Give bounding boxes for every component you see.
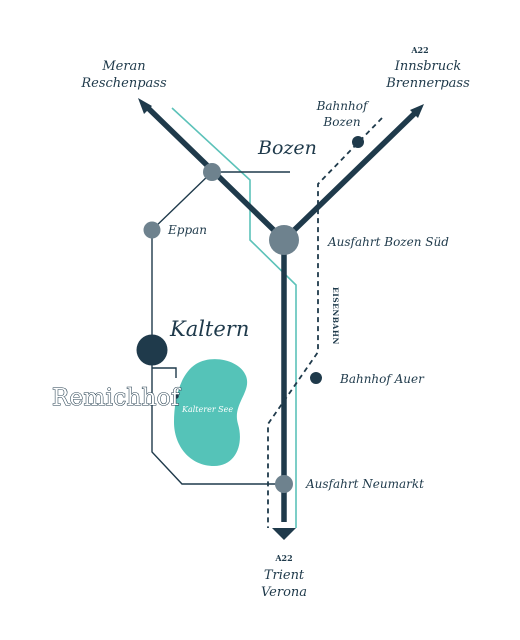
- ausfahrt-bozen-sued-node: [269, 225, 299, 255]
- local-road-kaltern-south: [151, 350, 284, 485]
- local-road-remichhof: [152, 367, 177, 378]
- bozen-label: Bozen: [257, 137, 317, 159]
- bahnhof-bozen-node: [352, 136, 364, 148]
- motorway-east-branch: [281, 111, 417, 243]
- railway-line: [267, 117, 383, 528]
- kalterer-see-label: Kalterer See: [181, 405, 233, 414]
- innsbruck-label: Innsbruck: [394, 59, 462, 74]
- ausfahrt-neumarkt-label: Ausfahrt Neumarkt: [305, 477, 424, 491]
- meran-label: Meran: [101, 59, 145, 74]
- ausfahrt-bozen-sued-label: Ausfahrt Bozen Süd: [327, 235, 449, 249]
- eisenbahn-label: EISENBAHN: [331, 287, 340, 345]
- river-line: [171, 107, 297, 528]
- brennerpass-label: Brennerpass: [385, 76, 470, 91]
- a22-south-label: A22: [274, 553, 292, 563]
- reschenpass-label: Reschenpass: [80, 76, 167, 91]
- bahnhof-bozen-label: Bahnhof: [316, 99, 370, 113]
- arrow-meran: [138, 98, 152, 114]
- arrow-south: [272, 528, 296, 540]
- bahnhof-bozen-label-2: Bozen: [322, 115, 360, 129]
- ausfahrt-neumarkt-node: [275, 475, 293, 493]
- arrow-innsbruck: [410, 104, 424, 118]
- eppan-label: Eppan: [167, 223, 207, 237]
- kalterer-see-lake: [174, 359, 248, 466]
- remichhof-node: [173, 393, 179, 399]
- bozen-node: [203, 163, 221, 181]
- kaltern-label: Kaltern: [169, 317, 249, 341]
- trient-label: Trient: [264, 568, 305, 583]
- bahnhof-auer-label: Bahnhof Auer: [339, 372, 425, 386]
- bahnhof-auer-node: [310, 372, 322, 384]
- kaltern-node: [136, 334, 168, 366]
- eppan-node: [143, 221, 161, 239]
- remichhof-label: Remichhof: [52, 385, 181, 411]
- verona-label: Verona: [261, 585, 307, 600]
- a22-north-label: A22: [410, 45, 428, 55]
